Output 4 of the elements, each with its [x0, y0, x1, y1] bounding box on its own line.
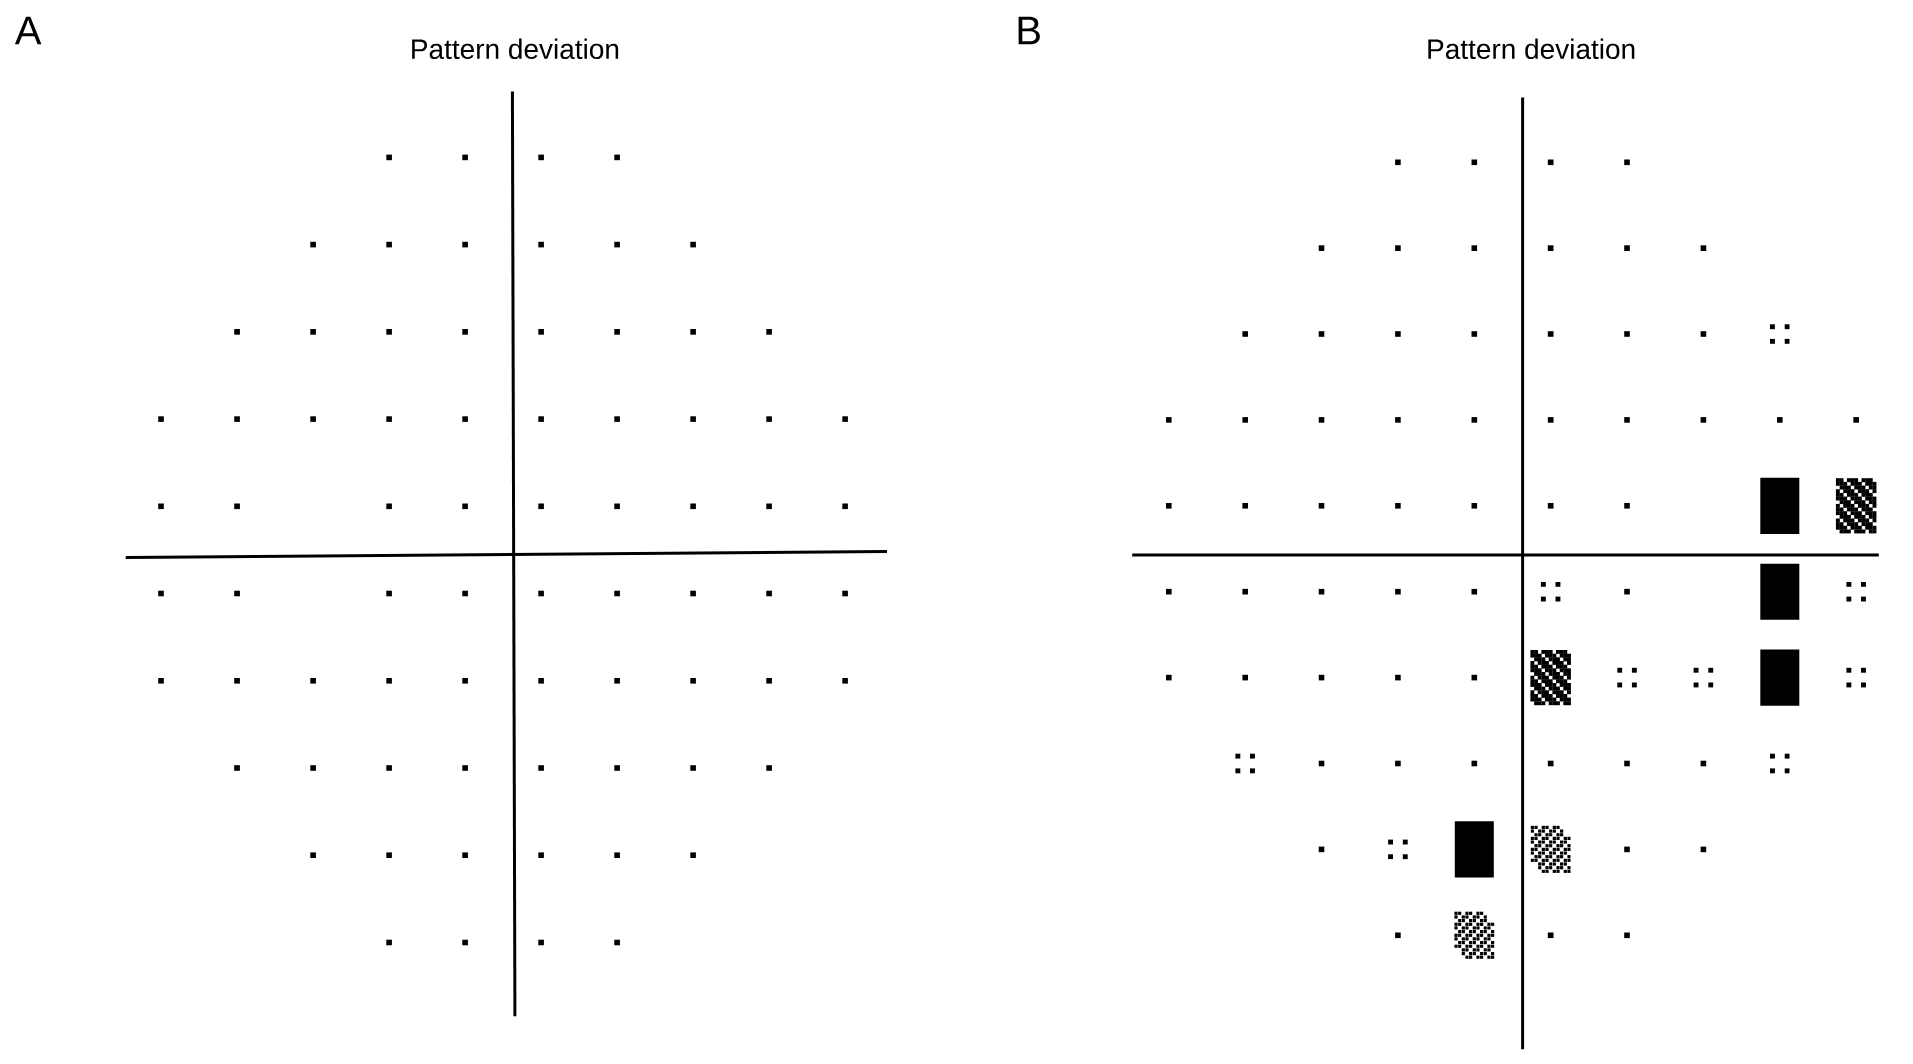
chart-title: Pattern deviation — [412, 38, 619, 60]
panel-letter: A — [14, 16, 42, 45]
chart-title: Pattern deviation — [1428, 38, 1635, 60]
panel-letter: B — [1018, 16, 1040, 45]
